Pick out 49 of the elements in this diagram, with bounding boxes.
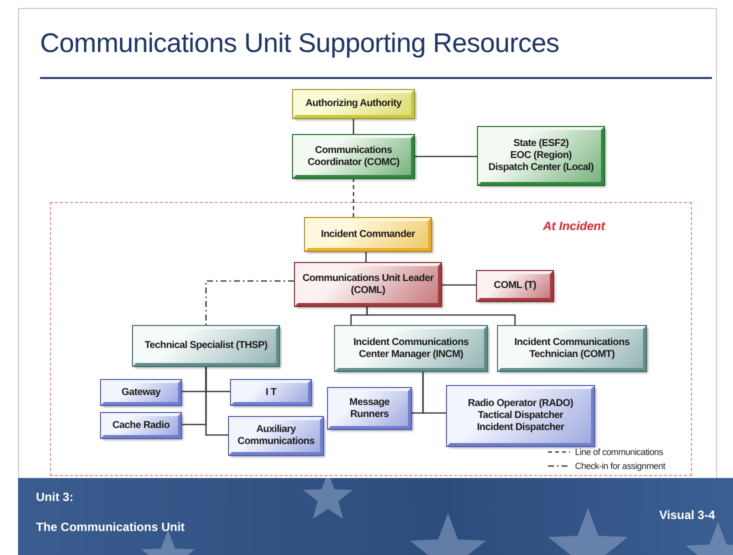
connector-line [352, 118, 354, 135]
position-box [498, 326, 646, 371]
position-title: Authorizing Authority [305, 98, 402, 110]
connector-line [205, 365, 228, 436]
footer-text: Unit 3: [36, 490, 74, 504]
position-title: Technical Specialist (THSP) [144, 340, 268, 352]
legend-label: Line of communications [575, 447, 663, 457]
position-title: COML (T) [494, 280, 536, 292]
position-box [477, 271, 553, 301]
region-title: At Incident [543, 219, 605, 233]
position-box [293, 90, 414, 118]
connector-line [440, 284, 476, 286]
position-box [328, 388, 411, 429]
position-box [295, 263, 441, 306]
slide-title: Communications Unit Supporting Resources [40, 28, 560, 59]
position-title: Incident Commander [320, 228, 416, 240]
position-box [229, 417, 323, 455]
position-title: Gateway [121, 386, 161, 398]
position-box [101, 413, 181, 438]
position-box [335, 326, 487, 371]
footer-text: Visual 3-4 [659, 508, 715, 522]
position-title: Incident Dispatcher [476, 422, 564, 434]
position-title: Tactical Dispatcher [478, 410, 564, 422]
position-title: Radio Operator (RADO) [468, 398, 574, 410]
position-title: Communications Unit Leader (COML) [301, 272, 435, 296]
position-box [231, 380, 311, 405]
position-box [305, 218, 431, 251]
connector-line [422, 370, 446, 414]
legend-label: Check-in for assignment [575, 461, 666, 471]
position-box [101, 380, 181, 405]
position-title: Auxiliary Communications [236, 424, 316, 448]
position-title: Dispatch Center (Local) [488, 162, 594, 174]
position-box [478, 127, 604, 185]
incident-region [50, 202, 692, 476]
footer-text: The Communications Unit [36, 520, 185, 534]
position-title: Incident Communications Center Manager (INCM) [352, 336, 470, 360]
position-box [293, 135, 414, 178]
position-title: Incident Communications Technician (COMT) [513, 336, 631, 360]
position-box [447, 386, 594, 446]
connector-line [352, 178, 354, 217]
position-box [133, 326, 279, 366]
position-title: I T [266, 386, 276, 398]
connector-line [414, 156, 478, 158]
position-title: State (ESF2) [513, 138, 569, 150]
position-title: Cache Radio [112, 420, 170, 432]
position-title: EOC (Region) [510, 150, 572, 162]
position-title: Message Runners [348, 396, 391, 420]
position-title: Communications Coordinator (COMC) [306, 144, 400, 168]
connector-line [205, 280, 294, 325]
